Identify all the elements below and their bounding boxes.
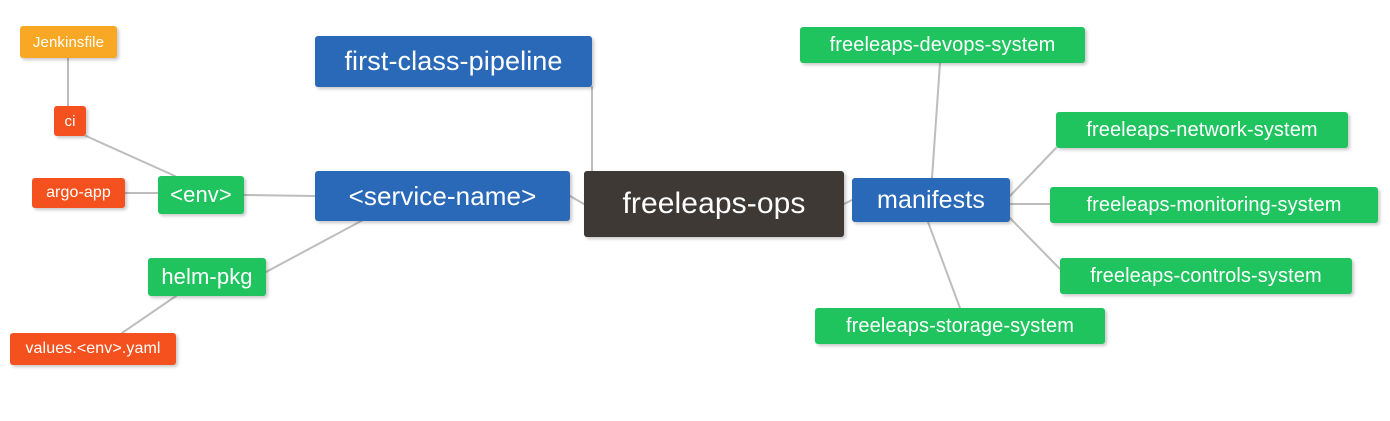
node-freeleaps-storage-system[interactable]: freeleaps-storage-system (815, 308, 1105, 344)
node-label-env: <env> (170, 182, 232, 207)
node-label-freeleaps-monitoring-system: freeleaps-monitoring-system (1086, 194, 1342, 216)
node-label-argo-app: argo-app (46, 184, 111, 201)
edge-freeleaps-ops-to-manifests (843, 199, 853, 205)
node-env[interactable]: <env> (158, 176, 244, 214)
edge-freeleaps-ops-to-service-name (569, 195, 585, 205)
node-label-freeleaps-controls-system: freeleaps-controls-system (1090, 265, 1322, 287)
node-label-freeleaps-network-system: freeleaps-network-system (1086, 119, 1318, 141)
node-ci[interactable]: ci (54, 106, 86, 136)
node-label-manifests: manifests (877, 185, 985, 214)
node-label-helm-pkg: helm-pkg (161, 264, 253, 289)
node-freeleaps-monitoring-system[interactable]: freeleaps-monitoring-system (1050, 187, 1378, 223)
edge-service-name-to-helm-pkg (265, 219, 364, 273)
node-label-freeleaps-ops: freeleaps-ops (622, 187, 806, 220)
node-freeleaps-controls-system[interactable]: freeleaps-controls-system (1060, 258, 1352, 294)
node-freeleaps-devops-system[interactable]: freeleaps-devops-system (800, 27, 1085, 63)
node-label-first-class-pipeline: first-class-pipeline (344, 46, 563, 76)
node-label-ci: ci (64, 112, 76, 130)
node-freeleaps-network-system[interactable]: freeleaps-network-system (1056, 112, 1348, 148)
node-label-freeleaps-devops-system: freeleaps-devops-system (829, 34, 1056, 56)
edge-env-to-ci (85, 135, 176, 177)
edge-helm-pkg-to-values-env-yaml (121, 295, 177, 334)
node-label-service-name: <service-name> (348, 181, 537, 211)
node-first-class-pipeline[interactable]: first-class-pipeline (315, 36, 592, 87)
edge-manifests-to-freeleaps-storage-system (927, 221, 961, 309)
node-values-env-yaml[interactable]: values.<env>.yaml (10, 333, 176, 365)
node-label-freeleaps-storage-system: freeleaps-storage-system (845, 315, 1075, 337)
edge-service-name-to-env (243, 194, 316, 197)
node-freeleaps-ops[interactable]: freeleaps-ops (584, 171, 844, 237)
edge-manifests-to-freeleaps-devops-system (931, 62, 941, 179)
node-argo-app[interactable]: argo-app (32, 178, 125, 208)
node-manifests[interactable]: manifests (852, 178, 1010, 222)
node-label-jenkinsfile: Jenkinsfile (32, 33, 105, 51)
node-helm-pkg[interactable]: helm-pkg (148, 258, 266, 296)
node-jenkinsfile[interactable]: Jenkinsfile (20, 26, 117, 58)
node-service-name[interactable]: <service-name> (315, 171, 570, 221)
node-label-values-env-yaml: values.<env>.yaml (25, 340, 161, 357)
edge-manifests-to-freeleaps-controls-system (1009, 217, 1061, 270)
